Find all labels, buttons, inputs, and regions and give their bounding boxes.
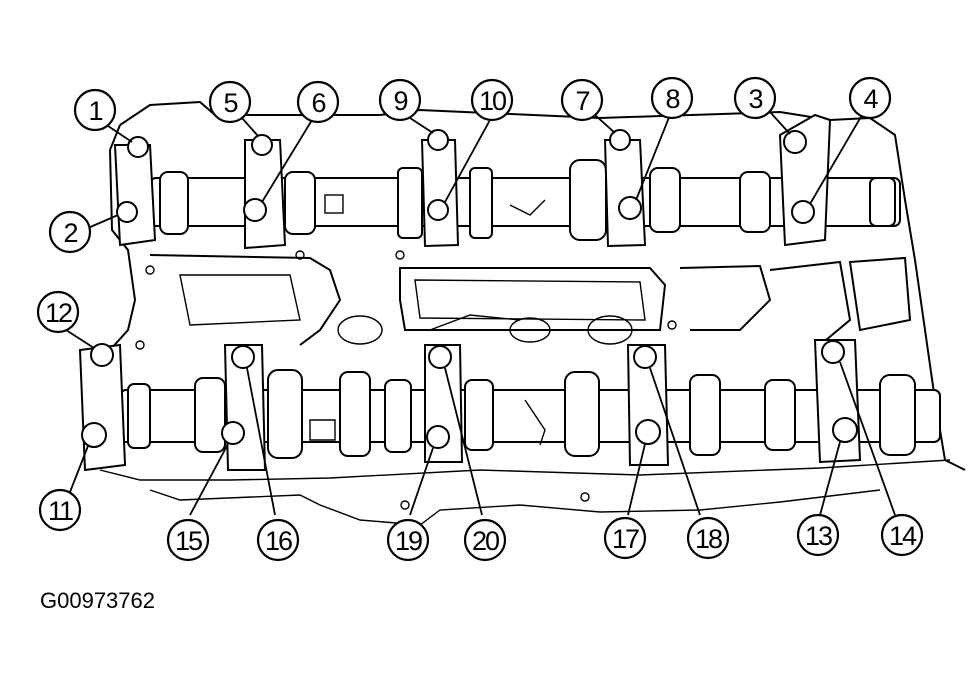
svg-text:16: 16 — [265, 526, 292, 556]
callout-7: 7 — [560, 78, 604, 122]
svg-text:19: 19 — [395, 526, 422, 556]
callout-16: 16 — [256, 518, 300, 562]
svg-text:18: 18 — [695, 524, 722, 554]
figure-id: G00973762 — [40, 588, 155, 613]
bolt-3 — [783, 130, 807, 154]
bolt-5 — [251, 134, 273, 156]
bolt-1 — [127, 136, 149, 158]
svg-text:11: 11 — [48, 496, 73, 526]
bolt-14 — [821, 340, 845, 364]
bolt-18 — [633, 345, 657, 369]
callout-18: 18 — [686, 516, 730, 560]
bolt-10 — [427, 199, 449, 221]
svg-text:6: 6 — [311, 88, 325, 118]
svg-text:2: 2 — [63, 218, 77, 248]
svg-text:7: 7 — [575, 86, 589, 116]
callout-8: 8 — [650, 76, 694, 120]
callout-19: 19 — [386, 518, 430, 562]
svg-text:14: 14 — [889, 521, 917, 551]
upper-camshaft — [149, 159, 901, 241]
lower-camshaft — [119, 369, 941, 459]
svg-text:3: 3 — [748, 84, 762, 114]
callout-15: 15 — [166, 518, 210, 562]
svg-text:13: 13 — [805, 521, 832, 551]
bolt-8 — [618, 196, 642, 220]
svg-text:20: 20 — [472, 526, 499, 556]
bolt-15 — [221, 421, 245, 445]
svg-text:12: 12 — [45, 298, 72, 328]
callout-6: 6 — [296, 80, 340, 124]
callout-17: 17 — [603, 516, 647, 560]
callout-13: 13 — [796, 513, 840, 557]
bolt-12 — [90, 343, 114, 367]
callout-2: 2 — [48, 210, 92, 254]
bolt-4 — [791, 200, 815, 224]
svg-text:15: 15 — [175, 526, 202, 556]
bolt-11 — [81, 422, 107, 448]
callout-5: 5 — [208, 80, 252, 124]
svg-text:8: 8 — [665, 84, 679, 114]
callouts: 1 2 3 4 5 6 7 8 9 10 11 12 13 14 15 16 1… — [36, 76, 924, 562]
callout-20: 20 — [463, 518, 507, 562]
callout-1: 1 — [73, 88, 117, 132]
callout-4: 4 — [848, 76, 892, 120]
bolt-13 — [832, 417, 858, 443]
svg-text:4: 4 — [863, 84, 878, 114]
callout-9: 9 — [378, 78, 422, 122]
bolt-17 — [635, 419, 661, 445]
callout-11: 11 — [38, 488, 82, 532]
bolt-6 — [243, 198, 267, 222]
head-web-structure — [149, 254, 912, 346]
bolt-20 — [428, 345, 452, 369]
callout-10: 10 — [470, 78, 514, 122]
leader-lines — [65, 111, 896, 516]
bolt-2 — [116, 201, 138, 223]
svg-text:1: 1 — [88, 96, 102, 126]
bolt-9 — [427, 129, 449, 151]
bolt-16 — [231, 345, 255, 369]
svg-text:5: 5 — [223, 88, 237, 118]
svg-text:10: 10 — [479, 86, 506, 116]
bolt-heads — [81, 129, 858, 449]
svg-text:17: 17 — [612, 524, 639, 554]
svg-text:9: 9 — [393, 86, 407, 116]
callout-3: 3 — [733, 76, 777, 120]
bolt-19 — [426, 425, 450, 449]
callout-12: 12 — [36, 290, 80, 334]
callout-14: 14 — [880, 513, 924, 557]
bolt-7 — [609, 129, 631, 151]
